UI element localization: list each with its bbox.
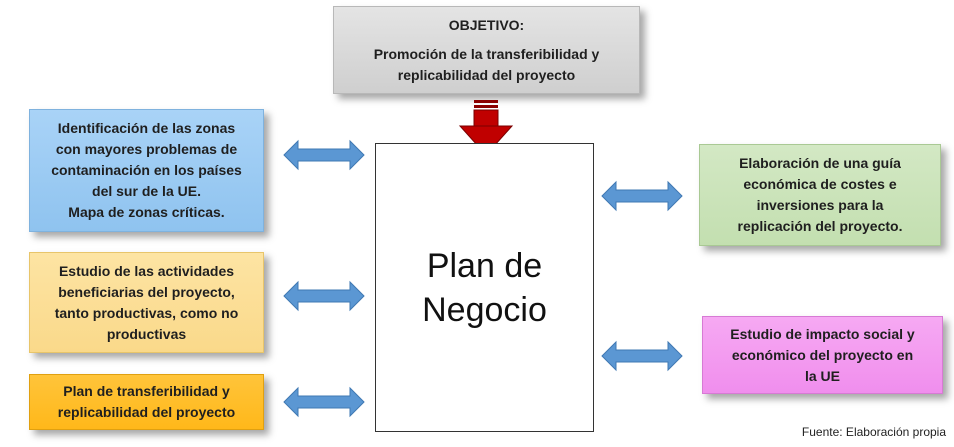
- objective-line-1: Promoción de la transferibilidad y: [373, 45, 600, 62]
- double-arrow-icon: [283, 386, 365, 418]
- double-arrow-icon: [601, 340, 683, 372]
- plan-line-2: Negocio: [422, 290, 547, 329]
- box-line: inversiones para la: [756, 197, 884, 213]
- box-line: Plan de transferibilidad y: [63, 383, 230, 399]
- objective-line-2: replicabilidad del proyecto: [397, 66, 576, 83]
- box-transfer-plan: Plan de transferibilidad y replicabilida…: [29, 374, 264, 430]
- business-plan-box: Plan de Negocio: [375, 143, 594, 432]
- double-arrow-icon: [283, 139, 365, 171]
- box-line: Elaboración de una guía: [739, 155, 901, 171]
- box-line: Identificación de las zonas: [57, 120, 236, 136]
- box-line: replicabilidad del proyecto: [57, 404, 236, 420]
- box-line: contaminación en los países: [51, 162, 242, 178]
- box-line: económica de costes e: [743, 176, 897, 192]
- box-line: con mayores problemas de: [55, 141, 238, 157]
- box-line: Mapa de zonas críticas.: [68, 204, 225, 220]
- box-economic-guide: Elaboración de una guía económica de cos…: [699, 144, 941, 246]
- double-arrow-icon: [601, 180, 683, 212]
- source-note: Fuente: Elaboración propia: [801, 425, 946, 439]
- box-line: tanto productivas, como no: [54, 304, 239, 321]
- down-arrow-icon: [458, 100, 514, 156]
- box-line: Estudio de las actividades: [58, 262, 235, 279]
- box-line: replicación del proyecto.: [737, 218, 903, 234]
- box-critical-zones: Identificación de las zonas con mayores …: [29, 109, 264, 232]
- double-arrow-icon: [283, 280, 365, 312]
- box-activities-study: Estudio de las actividades beneficiarias…: [29, 252, 264, 353]
- box-line: la UE: [804, 367, 840, 384]
- box-line: del sur de la UE.: [92, 183, 201, 199]
- objective-box: OBJETIVO: Promoción de la transferibilid…: [333, 6, 640, 94]
- box-line: Estudio de impacto social y: [730, 325, 915, 342]
- objective-heading: OBJETIVO:: [448, 16, 525, 33]
- box-line: económico del proyecto en: [731, 346, 914, 363]
- box-impact-study: Estudio de impacto social y económico de…: [702, 316, 943, 394]
- box-line: productivas: [106, 325, 187, 342]
- box-line: beneficiarias del proyecto,: [58, 283, 235, 300]
- plan-line-1: Plan de: [426, 246, 543, 285]
